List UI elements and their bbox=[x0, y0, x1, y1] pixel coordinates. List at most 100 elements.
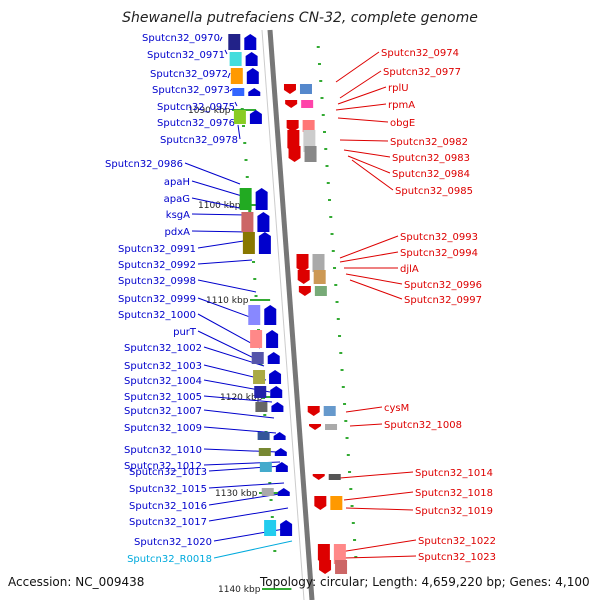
gene-connector-right bbox=[345, 273, 403, 285]
scale-tick bbox=[340, 369, 344, 371]
scale-tick bbox=[339, 352, 343, 354]
reverse-gene-arrow bbox=[307, 406, 320, 416]
gene-label-left: Sputcn32_1002 bbox=[124, 343, 202, 354]
kbp-label: 1090 kbp bbox=[188, 106, 231, 116]
scale-tick bbox=[242, 125, 245, 127]
gene-connector-right bbox=[339, 70, 382, 99]
scale-tick bbox=[325, 165, 329, 167]
scale-tick bbox=[253, 278, 257, 280]
gene-connector-left bbox=[237, 124, 241, 140]
reverse-gene-arrow bbox=[314, 496, 327, 510]
gene-color-tile bbox=[330, 496, 343, 510]
scale-tick bbox=[331, 250, 335, 252]
gene-label-left: Sputcn32_1009 bbox=[124, 423, 202, 434]
scale-tick bbox=[335, 301, 339, 303]
gene-color-tile bbox=[313, 270, 326, 284]
gene-connector-right bbox=[339, 471, 414, 479]
gene-label-right: rpmA bbox=[388, 100, 415, 111]
gene-color-tile bbox=[312, 254, 325, 272]
gene-label-right: Sputcn32_0984 bbox=[392, 169, 470, 180]
forward-gene-arrow bbox=[245, 52, 258, 66]
scale-tick bbox=[328, 199, 332, 201]
forward-gene-arrow bbox=[275, 462, 288, 472]
gene-color-tile bbox=[230, 68, 243, 84]
scale-tick bbox=[326, 182, 330, 184]
scale-tick bbox=[248, 210, 252, 212]
gene-label-left: Sputcn32_0991 bbox=[118, 244, 196, 255]
kbp-label: 1140 kbp bbox=[218, 585, 261, 595]
forward-gene-arrow bbox=[248, 88, 261, 96]
map-title: Shewanella putrefaciens CN-32, complete … bbox=[122, 10, 478, 26]
gene-connector-right bbox=[339, 139, 389, 142]
reverse-gene-arrow bbox=[317, 544, 330, 564]
gene-color-tile bbox=[254, 386, 267, 398]
gene-label-left: Sputcn32_1017 bbox=[129, 517, 207, 528]
scale-tick bbox=[350, 505, 354, 507]
gene-color-tile bbox=[255, 402, 268, 412]
gene-color-tile bbox=[253, 370, 266, 384]
gene-connector-right bbox=[343, 149, 391, 158]
gene-label-left: Sputcn32_0972 bbox=[150, 69, 228, 80]
gene-label-left: Sputcn32_R0018 bbox=[127, 554, 212, 565]
scale-tick bbox=[254, 295, 258, 297]
gene-color-tile bbox=[302, 120, 315, 132]
gene-connector-left bbox=[203, 395, 273, 403]
gene-connector-left bbox=[197, 279, 257, 293]
forward-gene-arrow bbox=[258, 232, 271, 254]
gene-color-tile bbox=[258, 448, 271, 456]
scale-tick bbox=[319, 80, 323, 82]
gene-label-right: Sputcn32_1014 bbox=[415, 468, 493, 479]
gene-color-tile bbox=[314, 286, 327, 296]
scale-tick bbox=[263, 414, 267, 416]
gene-connector-left bbox=[197, 239, 251, 249]
scale-tick bbox=[341, 386, 345, 388]
reverse-gene-arrow bbox=[298, 286, 311, 296]
gene-label-left: Sputcn32_1012 bbox=[124, 461, 202, 472]
gene-label-right: Sputcn32_1022 bbox=[418, 536, 496, 547]
gene-label-right: Sputcn32_0983 bbox=[392, 153, 470, 164]
gene-label-left: Sputcn32_1004 bbox=[124, 376, 202, 387]
gene-color-tile bbox=[301, 100, 314, 108]
gene-label-right: Sputcn32_0974 bbox=[381, 48, 459, 59]
gene-color-tile bbox=[242, 232, 255, 254]
reverse-gene-arrow bbox=[283, 84, 296, 94]
scale-tick bbox=[349, 488, 353, 490]
gene-color-tile bbox=[250, 330, 263, 348]
scale-tick bbox=[323, 131, 326, 133]
scale-tick bbox=[270, 516, 274, 518]
gene-connector-left bbox=[234, 101, 238, 107]
gene-label-right: Sputcn32_0994 bbox=[400, 248, 478, 259]
scale-tick bbox=[269, 499, 273, 501]
scale-tick bbox=[338, 335, 342, 337]
gene-connector-right bbox=[347, 155, 391, 174]
forward-gene-arrow bbox=[267, 352, 280, 364]
gene-connector-left bbox=[191, 213, 247, 216]
gene-label-left: Sputcn32_0971 bbox=[147, 50, 225, 61]
gene-connector-left bbox=[213, 540, 293, 559]
forward-gene-arrow bbox=[249, 110, 262, 124]
gene-connector-left bbox=[191, 180, 243, 197]
reverse-gene-arrow bbox=[309, 424, 322, 430]
gene-connector-right bbox=[337, 117, 389, 123]
kbp-label: 1100 kbp bbox=[198, 201, 241, 211]
scale-tick bbox=[353, 539, 357, 541]
gene-connector-left bbox=[229, 88, 233, 92]
gene-connector-left bbox=[224, 49, 228, 55]
scale-tick bbox=[351, 522, 355, 524]
gene-color-tile bbox=[328, 474, 341, 480]
scale-tick bbox=[320, 97, 324, 99]
scale-tick bbox=[324, 148, 328, 150]
reverse-gene-arrow bbox=[319, 560, 332, 574]
gene-label-left: Sputcn32_1007 bbox=[124, 406, 202, 417]
gene-color-tile bbox=[299, 84, 312, 94]
scale-tick bbox=[334, 284, 338, 286]
gene-label-left: Sputcn32_0970 bbox=[142, 33, 220, 44]
forward-gene-arrow bbox=[246, 68, 259, 84]
gene-color-tile bbox=[335, 560, 348, 574]
gene-color-tile bbox=[257, 432, 270, 440]
gene-label-left: Sputcn32_1003 bbox=[124, 361, 202, 372]
gene-color-tile bbox=[251, 352, 264, 364]
gene-connector-left bbox=[197, 330, 263, 363]
reverse-gene-arrow bbox=[296, 254, 309, 272]
